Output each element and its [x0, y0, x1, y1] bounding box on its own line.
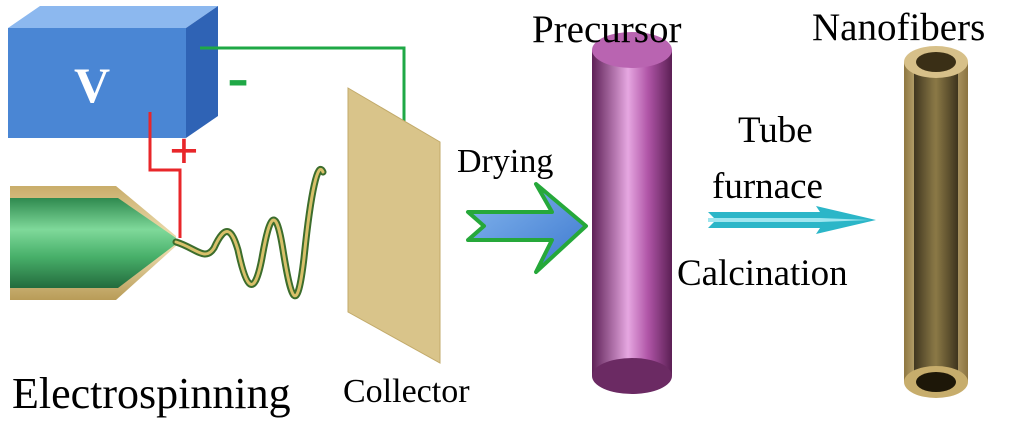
positive-sign: + [169, 123, 199, 180]
box-front-face [8, 28, 186, 138]
calcination-label: Calcination [677, 253, 848, 294]
spinneret-nozzle [10, 186, 176, 300]
precursor-top [592, 32, 672, 68]
electrospinning-label: Electrospinning [12, 369, 291, 418]
nanofiber-inner-core [914, 62, 958, 382]
collector-plate [347, 87, 441, 364]
nanofiber-bottom-hole [916, 372, 956, 392]
tube-label: Tube [738, 110, 813, 151]
box-top-face [8, 6, 218, 28]
precursor-label: Precursor [532, 8, 681, 51]
precursor-fiber [592, 32, 672, 394]
nanofibers-label: Nanofibers [812, 6, 985, 49]
voltage-power-supply: V [8, 6, 218, 138]
negative-wire: - [200, 41, 406, 128]
hollow-nanofiber [904, 46, 968, 398]
drying-label: Drying [457, 143, 553, 180]
nozzle-body [10, 198, 176, 288]
furnace-label: furnace [712, 166, 823, 207]
nanofiber-top-hole [916, 52, 956, 72]
precursor-bottom [592, 358, 672, 394]
voltage-label: V [74, 57, 110, 113]
collector-label: Collector [343, 373, 470, 410]
drying-arrow [466, 182, 588, 274]
fiber-jet [172, 166, 327, 300]
calcination-arrow [708, 206, 876, 234]
positive-wire: + [148, 112, 199, 238]
negative-sign: - [227, 41, 248, 112]
box-side-face [186, 6, 218, 138]
